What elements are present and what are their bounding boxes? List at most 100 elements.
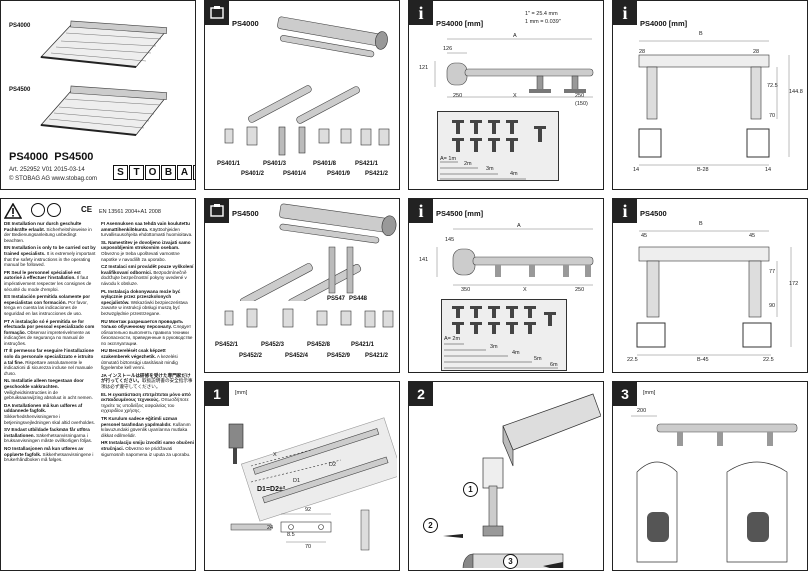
cover-title-b: PS4500 [54,151,94,163]
part-label: PS452/8 [307,342,331,348]
dim-d2: D2 [329,462,337,468]
count-a3: 3m [486,166,494,172]
read-manual-icon [31,203,45,217]
ps4500-profile-illustration [239,203,397,301]
safety-paragraph: EL Η εγκατάσταση επιτρέπεται μόνο από εκ… [101,391,191,414]
part-label: PS421/2 [365,171,389,177]
cover-title-a: PS4000 [9,151,49,163]
step1-equation: D1=D2±² [257,486,286,493]
ps4500-hardware-illustration [224,308,394,328]
conversion-inch: 1" = 25.4 mm [525,11,558,17]
dim-a: A [513,33,517,39]
stobag-logo: STOBAG [113,165,195,180]
dim-144-8: 144.8 [789,89,803,95]
safety-paragraph: FR Seul le personnel spécialisé est auto… [4,269,92,292]
protective-gear-icon [47,203,61,217]
callout-3: 3 [503,554,518,569]
part-label: PS452/3 [261,342,285,348]
safety-paragraph: NL Installatie alleen toegestaan door ge… [4,378,93,401]
dim-8-5: 8.5 [287,532,295,538]
safety-paragraph: CZ Instalaci smí provádět pouze vyškolen… [101,264,194,286]
dim-28-right: 28 [753,49,760,55]
awning-ps4000-illustration [40,20,168,68]
safety-paragraph: ES Instalación permitida solamente por e… [4,294,91,316]
dim-b: B [699,221,703,227]
part-label: PS452/9 [327,353,351,359]
dim-90: 90 [769,303,776,309]
count-a3: 4m [512,350,520,356]
part-label: PS401/8 [313,161,337,167]
safety-paragraph: DA Installationen må kun udføres af udda… [4,402,95,425]
part-label: PS547 [327,296,346,302]
part-label: PS421/1 [355,161,379,167]
dim-b-45: B-45 [697,357,709,363]
dim-250-left: 250 [453,93,463,99]
step3-number: 3 [613,382,637,406]
dim-22-5-right: 22.5 [763,357,774,363]
dim-72-5: 72.5 [767,83,778,89]
callout-1: 1 [463,482,478,497]
dims2-title: PS4500 [mm] [436,209,484,218]
parts-ps4500-panel: PS4500 PS547 PS448 PS452/1 PS452/3 PS452… [204,198,400,373]
count-a4: 4m [510,171,518,177]
safety-paragraph: SL Namestitev je dovoljeno izvajati samo… [101,239,191,262]
safety-paragraph: RU Монтаж разрешается проводить только о… [101,318,193,346]
awning-ps4500-illustration [40,85,168,136]
ps4000-front-dimension-drawing [638,40,790,166]
ce-mark-icon: CE [81,205,93,214]
dimensions-ps4000-panel: i PS4000 [mm] 1" = 25.4 mm 1 mm = 0.039"… [408,0,604,190]
bracket-count-box: A= 1m 2m 3m 4m [437,111,559,181]
safety-paragraph: HR Instalaciju smiju izvoditi samo obuče… [101,440,194,457]
safety-paragraph: FI Asennuksen saa tehdä vain koulutettu … [101,221,193,238]
ps4500-side-dimension-drawing [436,228,594,286]
warning-icon [1,199,25,223]
step1-number: 1 [205,382,229,406]
dim-250: 250 [575,287,585,293]
count-a2: 3m [490,344,498,350]
callout-2: 2 [423,518,438,533]
tool-icon [205,199,229,223]
parts-ps4000-panel: PS4000 PS401/1 PS401/3 PS401/8 PS421/1 P… [204,0,400,190]
ps4500-front-dimension-drawing [636,230,792,356]
dim-200: 200 [637,408,647,414]
dim-a: A [517,223,521,229]
front2-title: PS4500 [640,209,667,218]
copyright-line: © STOBAG AG www.stobag.com [9,176,98,182]
dim-92: 92 [305,507,312,513]
part-label: PS452/4 [285,353,309,359]
step1-panel: 1 [mm] X D1 D2 D1=D2±² 92 70 24 8.5 [204,381,400,571]
count-a2: 2m [464,161,472,167]
info-icon: i [613,199,637,223]
front-ps4000-panel: i PS4000 [mm] B 28 28 72.5 144.8 70 14 B… [612,0,808,190]
step2-panel: 2 1 2 3 [408,381,604,571]
parts-ps4500-title: PS4500 [232,209,259,218]
part-label: PS401/3 [263,161,287,167]
dim-250-right: 250 [575,93,585,99]
dim-28-left: 28 [639,49,646,55]
norm-label: EN 13561 2004+A1 2008 [99,209,161,215]
dim-150: (150) [575,101,588,107]
article-line: Art. 252952 V01 2015-03-14 [9,167,85,173]
dim-d1: D1 [293,478,301,484]
count-a1: A= 1m [440,156,457,162]
dim-x: X [273,452,277,458]
front-ps4500-panel: i PS4500 B 45 45 77 172 90 22.5 B-45 22.… [612,198,808,373]
cover-model1-label: PS4000 [9,23,31,29]
parts-ps4000-title: PS4000 [232,19,259,28]
dim-22-5-left: 22.5 [627,357,638,363]
part-label: PS421/2 [365,353,389,359]
conversion-mm: 1 mm = 0.039" [525,19,561,25]
safety-paragraph: SV Endast utbildade fackmän får utföra i… [4,427,93,444]
safety-paragraph: TR Kurulum sadece eğitimli uzman persone… [101,416,191,438]
part-label: PS452/1 [215,342,239,348]
step2-number: 2 [409,382,433,406]
safety-paragraph: DE Installation nur durch geschulte Fach… [4,221,92,243]
cover-model2-label: PS4500 [9,87,31,93]
bracket-grid-illustration [440,120,546,180]
dim-45-left: 45 [641,233,648,239]
dim-126: 126 [443,46,453,52]
part-label: PS452/2 [239,353,263,359]
safety-paragraph: HU Beszerelését csak képzett szakemberek… [101,348,178,371]
dim-14-left: 14 [633,167,640,173]
safety-paragraph: JA インストールは研修を受けた専門家だけが行ってください。取扱説明書の安全指示… [101,372,193,390]
